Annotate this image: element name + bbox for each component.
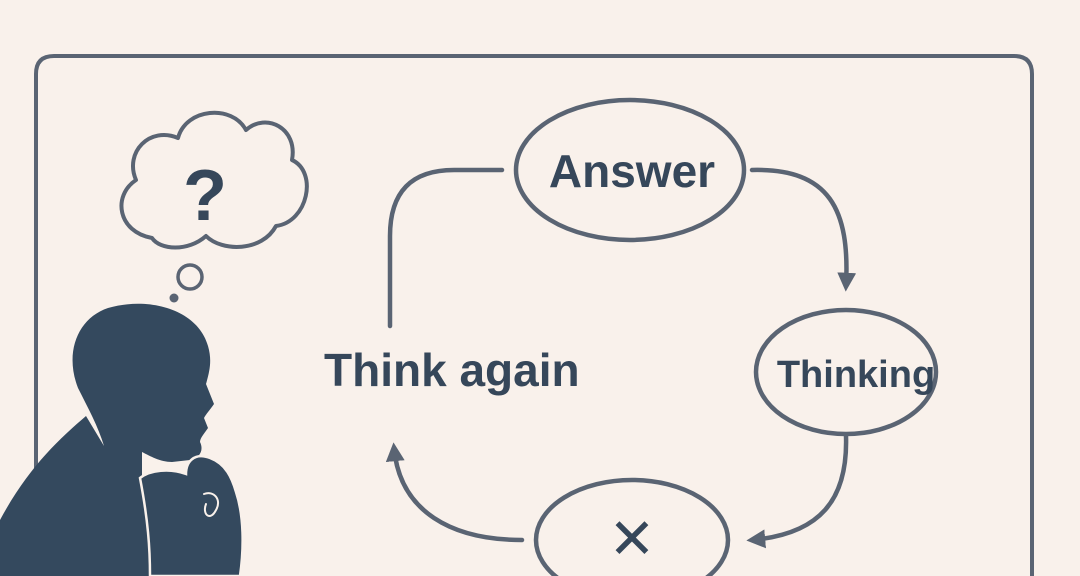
answer-label: Answer <box>549 145 715 197</box>
thought-dot-large <box>176 263 204 291</box>
thinking-label: Thinking <box>777 354 935 396</box>
thought-bubble-icon: ? <box>119 110 309 303</box>
arrow-cross-to-think-again <box>385 442 525 543</box>
thinking-person-silhouette-icon <box>0 303 244 576</box>
connector-think-again-to-answer <box>387 167 505 329</box>
arrow-answer-to-thinking <box>749 167 857 292</box>
cycle-arrows <box>385 167 857 549</box>
wrong-node: ✕ <box>533 477 731 576</box>
think-again-label: Think again <box>324 344 580 396</box>
answer-ellipse <box>513 97 747 243</box>
thinking-ellipse <box>753 307 939 437</box>
question-mark: ? <box>183 156 227 236</box>
frame-border <box>34 54 1034 576</box>
cross-mark-icon: ✕ <box>609 507 656 570</box>
thought-dot-small <box>169 293 179 303</box>
thinking-node: Thinking <box>753 307 939 437</box>
arrow-thinking-to-cross <box>746 433 849 549</box>
answer-node: Answer <box>513 97 747 243</box>
wrong-ellipse <box>533 477 731 576</box>
